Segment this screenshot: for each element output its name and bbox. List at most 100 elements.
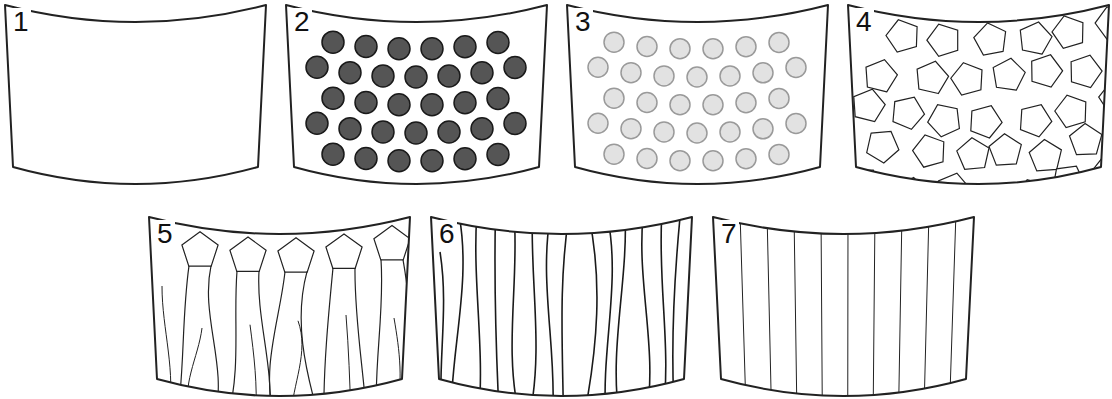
- grain-dot: [471, 62, 493, 84]
- polygonal-grain: [1052, 16, 1083, 48]
- grain-dot: [604, 32, 624, 52]
- panel-number: 1: [11, 8, 31, 36]
- columnar-grain-line: [228, 271, 237, 399]
- grain-dot: [604, 144, 624, 164]
- grain-dot: [421, 38, 443, 60]
- microstructure-panel: 3: [566, 4, 829, 186]
- single-crystal-line: [924, 212, 929, 399]
- microstructure-panel: 5: [148, 216, 411, 398]
- polygonal-grain: [230, 237, 266, 271]
- fibrous-grain-line: [642, 212, 650, 399]
- grain-dot: [421, 94, 443, 116]
- panel-outline: [566, 4, 829, 186]
- polygonal-grain: [971, 106, 1002, 138]
- polygonal-grain: [1021, 105, 1052, 137]
- grain-dot: [372, 121, 394, 143]
- polygonal-grain: [847, 170, 879, 201]
- columnar-grain-line: [269, 272, 285, 399]
- grain-dot: [703, 151, 723, 171]
- grain-dot: [322, 87, 344, 109]
- grain-pattern: [306, 31, 526, 172]
- columnar-grain-line: [208, 266, 218, 399]
- polygonal-grain: [866, 60, 897, 92]
- panel-number: 5: [155, 220, 175, 248]
- polygonal-grain: [1029, 140, 1061, 171]
- panel-border: [5, 5, 266, 184]
- panel-ground: [286, 5, 547, 184]
- grain-dot: [753, 63, 773, 83]
- panel-border: [567, 5, 828, 184]
- grain-dot: [504, 112, 526, 134]
- polygonal-grain: [1032, 55, 1063, 87]
- polygonal-grain: [1071, 55, 1102, 87]
- columnar-grain-line: [355, 268, 367, 399]
- columnar-grain-line: [291, 321, 302, 399]
- grain-dot: [454, 36, 476, 58]
- panel-border: [848, 5, 1109, 184]
- grain-dot: [637, 36, 657, 56]
- polygonal-grain: [278, 238, 314, 272]
- polygonal-grain: [886, 20, 917, 52]
- polygonal-grain: [928, 105, 960, 137]
- grain-dot: [769, 88, 789, 108]
- panel-border: [286, 5, 547, 184]
- grain-dot: [355, 91, 377, 113]
- grain-dot: [355, 147, 377, 169]
- polygonal-grain: [1020, 22, 1052, 54]
- single-crystal-line: [794, 212, 797, 399]
- microstructure-panel: 6: [430, 216, 693, 398]
- polygonal-grain: [1016, 180, 1047, 212]
- fibrous-grain-line: [584, 212, 597, 399]
- panel-outline: [285, 4, 548, 186]
- grain-dot: [421, 150, 443, 172]
- grain-dot: [487, 143, 509, 165]
- panel-number: 2: [292, 8, 312, 36]
- grain-dot: [621, 63, 641, 83]
- grain-dot: [454, 92, 476, 114]
- fibrous-grain-line: [546, 212, 553, 399]
- polygonal-grain: [966, 185, 998, 217]
- grain-dot: [322, 31, 344, 53]
- fibrous-grain-line: [530, 212, 536, 399]
- polygonal-grain: [326, 234, 362, 268]
- grain-dot: [621, 119, 641, 139]
- grain-dot: [306, 112, 328, 134]
- grain-dot: [786, 113, 806, 133]
- columnar-grain-line: [178, 266, 189, 399]
- polygonal-grain: [896, 178, 928, 210]
- fibrous-grain-line: [616, 212, 625, 399]
- polygonal-grain: [957, 138, 989, 170]
- grain-dot: [637, 148, 657, 168]
- grain-dot: [372, 65, 394, 87]
- grain-pattern: [740, 212, 956, 399]
- grain-dot: [687, 123, 707, 143]
- polygonal-grain: [1053, 166, 1085, 198]
- grain-dot: [670, 151, 690, 171]
- panel-ground: [848, 5, 1109, 184]
- polygonal-grain: [1055, 95, 1086, 127]
- grain-dot: [670, 95, 690, 115]
- single-crystal-line: [740, 212, 746, 399]
- single-crystal-line: [949, 212, 956, 399]
- single-crystal-line: [821, 212, 822, 399]
- panel-outline: [847, 4, 1110, 186]
- grain-dot: [736, 93, 756, 113]
- grain-dot: [339, 118, 361, 140]
- polygonal-grain: [893, 97, 925, 129]
- grain-dot: [454, 148, 476, 170]
- polygonal-grain: [927, 24, 958, 56]
- fibrous-grain-line: [476, 212, 481, 399]
- grain-dot: [720, 122, 740, 142]
- polygonal-grain: [938, 173, 970, 205]
- columnar-grain-line: [250, 325, 256, 399]
- grain-dot: [306, 56, 328, 78]
- panel-ground: [567, 5, 828, 184]
- panel-number: 4: [854, 8, 874, 36]
- grain-dot: [438, 121, 460, 143]
- fibrous-grain-line: [605, 212, 612, 399]
- columnar-grain-line: [259, 271, 270, 399]
- fibrous-grain-line: [440, 252, 444, 399]
- panel-border: [713, 217, 974, 396]
- grain-dot: [388, 150, 410, 172]
- grain-dot: [786, 57, 806, 77]
